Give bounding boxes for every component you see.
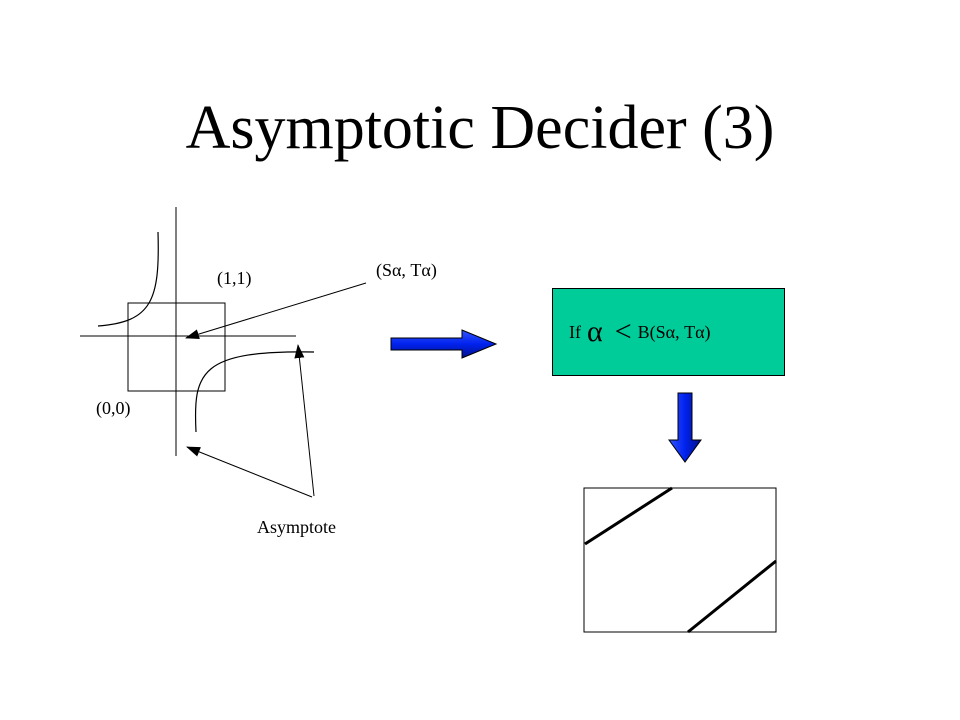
hyperbola-branch-upper-left [97, 231, 159, 327]
condition-prefix: If [569, 321, 581, 342]
slide-title: Asymptotic Decider (3) [185, 94, 775, 162]
down-block-arrow-icon [668, 392, 702, 463]
corner-label-top-right: (1,1) [217, 268, 252, 288]
asymptote-pointer-arrow-vertical [186, 446, 313, 498]
condition-expression: B(Sα, Tα) [637, 321, 711, 342]
right-block-arrow-icon [390, 329, 498, 359]
result-cell-square [583, 487, 777, 633]
saddle-pointer-arrow [185, 282, 367, 339]
asymptote-pointer-arrow-horizontal [294, 344, 315, 497]
result-contour-segment-2 [687, 559, 777, 634]
decision-condition-box: If α < B(Sα, Tα) [552, 288, 785, 376]
asymptote-label: Asymptote [257, 517, 336, 537]
less-than-operator: < [614, 315, 632, 348]
hyperbola-branch-lower-right [194, 351, 315, 433]
result-contour-segment-1 [584, 486, 673, 546]
corner-label-bottom-left: (0,0) [96, 398, 131, 418]
alpha-symbol: α [587, 315, 603, 348]
saddle-point-label: (Sα, Tα) [376, 260, 437, 280]
